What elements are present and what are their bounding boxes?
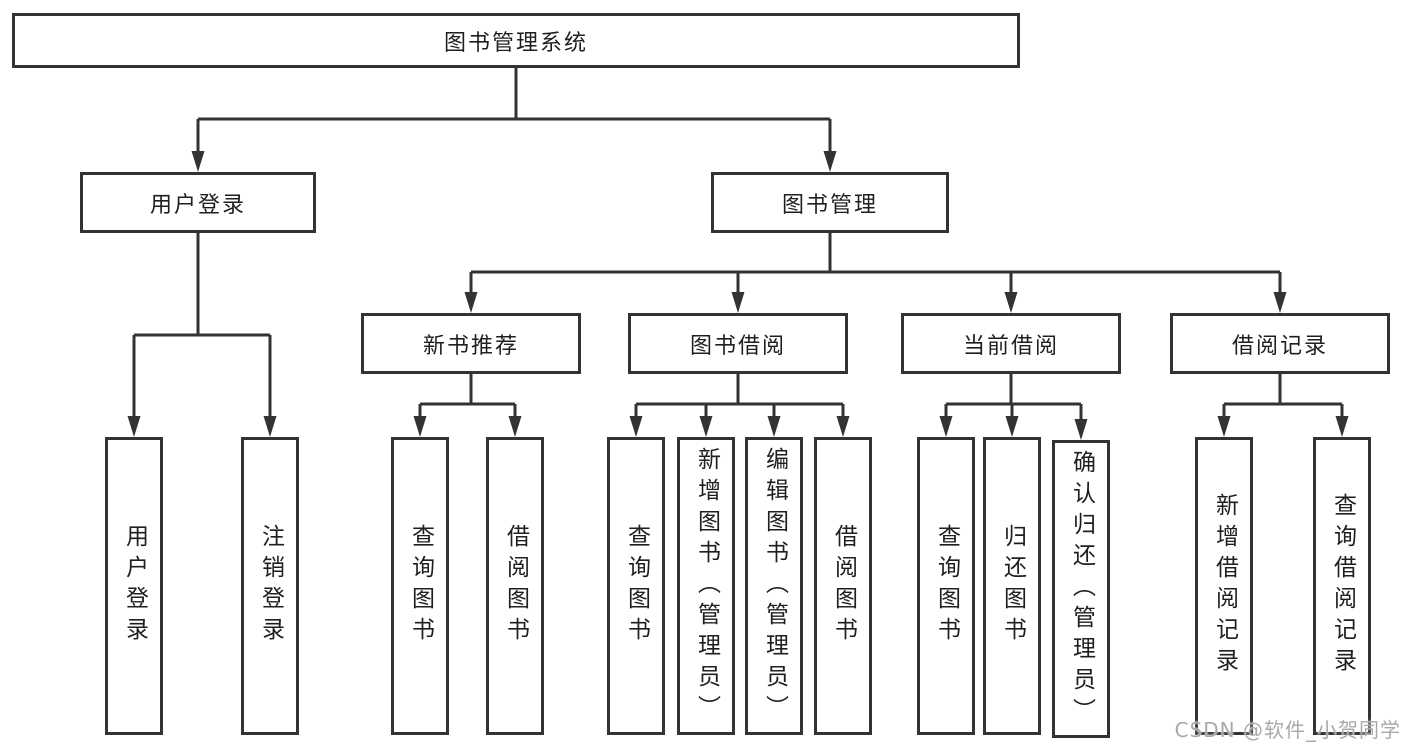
arrow-down-icon [699,416,713,437]
connector-lines [132,68,1344,429]
arrow-down-icons [127,151,1349,440]
leaf-add-borrow-record: 新增借阅记录 [1195,437,1253,735]
arrow-down-icon [191,151,205,172]
arrow-down-icon [1004,292,1018,313]
leaf-query-books-3: 查询图书 [917,437,975,735]
leaf-query-books-1-label: 查询图书 [407,524,434,648]
leaf-logout: 注销登录 [241,437,299,735]
arrow-down-icon [1217,416,1231,437]
leaf-confirm-return-admin: 确认归还（管理员） [1052,440,1110,738]
arrow-down-icon [1074,419,1088,440]
arrow-down-icon [1005,416,1019,437]
leaf-edit-book-admin: 编辑图书（管理员） [745,437,803,735]
leaf-borrow-books-2-label: 借阅图书 [830,524,857,648]
arrow-down-icon [508,416,522,437]
node-library-system: 图书管理系统 [12,13,1020,68]
arrow-down-icon [731,292,745,313]
node-book-management-label: 图书管理 [781,192,878,218]
arrow-down-icon [629,416,643,437]
node-current-borrowing-label: 当前借阅 [962,333,1059,359]
leaf-borrow-books-2: 借阅图书 [814,437,872,735]
node-book-management: 图书管理 [711,172,949,233]
leaf-query-books-2: 查询图书 [607,437,665,735]
node-book-borrowing: 图书借阅 [628,313,848,374]
node-new-book-recommend: 新书推荐 [361,313,581,374]
node-current-borrowing: 当前借阅 [901,313,1121,374]
arrow-down-icon [823,151,837,172]
node-borrowing-records-label: 借阅记录 [1231,333,1328,359]
arrow-down-icon [413,416,427,437]
node-library-system-label: 图书管理系统 [443,30,588,56]
node-user-login: 用户登录 [80,172,316,233]
leaf-user-login-label: 用户登录 [121,524,148,648]
leaf-add-book-admin: 新增图书（管理员） [677,437,735,735]
leaf-edit-book-admin-label: 编辑图书（管理员） [761,446,788,726]
leaf-borrow-books-1: 借阅图书 [486,437,544,735]
arrow-down-icon [263,416,277,437]
leaf-confirm-return-admin-label: 确认归还（管理员） [1068,449,1095,729]
arrow-down-icon [127,416,141,437]
node-user-login-label: 用户登录 [149,192,246,218]
leaf-logout-label: 注销登录 [257,524,284,648]
arrow-down-icon [767,416,781,437]
arrow-down-icon [1273,292,1287,313]
watermark: CSDN @软件_小贺同学 [1174,718,1401,742]
leaf-user-login: 用户登录 [105,437,163,735]
arrow-down-icon [836,416,850,437]
leaf-query-books-1: 查询图书 [391,437,449,735]
leaf-return-books: 归还图书 [983,437,1041,735]
leaf-add-borrow-record-label: 新增借阅记录 [1211,493,1238,679]
leaf-query-borrow-record-label: 查询借阅记录 [1329,493,1356,679]
leaf-borrow-books-1-label: 借阅图书 [502,524,529,648]
leaf-query-borrow-record: 查询借阅记录 [1313,437,1371,735]
arrow-down-icon [464,292,478,313]
leaf-query-books-3-label: 查询图书 [933,524,960,648]
node-borrowing-records: 借阅记录 [1170,313,1390,374]
leaf-query-books-2-label: 查询图书 [623,524,650,648]
leaf-return-books-label: 归还图书 [999,524,1026,648]
leaf-add-book-admin-label: 新增图书（管理员） [693,446,720,726]
arrow-down-icon [1335,416,1349,437]
node-book-borrowing-label: 图书借阅 [689,333,786,359]
arrow-down-icon [939,416,953,437]
node-new-book-recommend-label: 新书推荐 [422,333,519,359]
